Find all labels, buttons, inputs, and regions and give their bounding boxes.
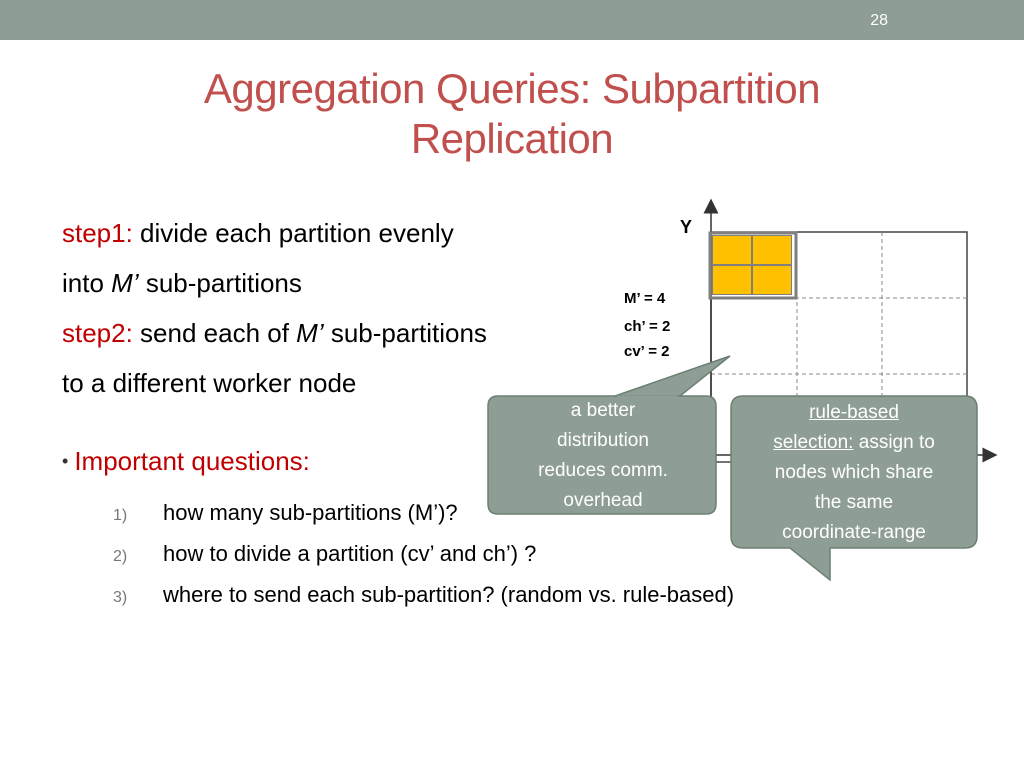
subpartition-cell-4 (752, 265, 792, 295)
important-label: Important questions: (74, 446, 310, 476)
callout-left-line-4: overhead (563, 490, 643, 511)
y-axis-label: Y (680, 217, 693, 237)
callout-right-line-3: nodes which share (774, 462, 934, 483)
top-bar: 28 (0, 0, 1024, 40)
step1-label: step1: (62, 218, 133, 248)
question-number: 1) (113, 507, 128, 524)
step2-label: step2: (62, 318, 133, 348)
question-text: how many sub-partitions (M’)? (163, 500, 458, 525)
callout-right-line-5: coordinate-range (782, 522, 926, 543)
callout-right-line-1: rule-based (809, 402, 899, 423)
question-number: 3) (113, 589, 128, 606)
step2-line2: to a different worker node (62, 368, 357, 398)
step1-line: step1: divide each partition evenly (62, 208, 487, 258)
title-line-1: Aggregation Queries: Subpartition (203, 65, 821, 112)
callout-left-line-1: a better (570, 400, 636, 421)
callout-right-line-2: selection: assign to (735, 428, 973, 458)
callout-left-line-3: reduces comm. (538, 460, 668, 481)
callout-right-line-4: the same (814, 492, 894, 513)
step1-line2-m: M’ (111, 268, 139, 298)
callout-right-shape (730, 395, 978, 582)
callout-right-text: rule-based selection: assign to nodes wh… (735, 398, 973, 548)
cv-prime-label: cv’ = 2 (624, 343, 670, 360)
question-text: where to send each sub-partition? (rando… (163, 582, 735, 607)
ch-prime-label: ch’ = 2 (624, 318, 671, 335)
question-number: 2) (113, 548, 128, 565)
question-text: how to divide a partition (cv’ and ch’) … (163, 541, 537, 566)
callout-right-selection: selection: (773, 432, 854, 453)
question-3: 3) where to send each sub-partition? (ran… (113, 582, 734, 608)
step1-line2: into M’ sub-partitions (62, 258, 487, 308)
slide-title: Aggregation Queries: Subpartition Replic… (0, 64, 1024, 164)
subpartition-cell-3 (712, 265, 752, 295)
question-1: 1) how many sub-partitions (M’)? (113, 500, 458, 526)
callout-right-assign: assign to (853, 432, 935, 453)
step1-line2-b: sub-partitions (138, 268, 302, 298)
m-prime-label: M’ = 4 (624, 290, 666, 307)
step1-line2-a: into (62, 268, 112, 298)
partition-outline (708, 231, 798, 300)
question-2: 2) how to divide a partition (cv’ and ch’… (113, 541, 536, 567)
step2-b: sub-partitions (323, 318, 487, 348)
important-bullet: •Important questions: (62, 446, 310, 477)
step2-line: step2: send each of M’ sub-partitions (62, 308, 487, 358)
steps-text: step1: divide each partition evenly into… (62, 208, 487, 408)
step2-text: send each of (132, 318, 297, 348)
step1-text: divide each partition evenly (132, 218, 454, 248)
subpartition-cell-2 (752, 235, 792, 265)
slide-number: 28 (870, 12, 888, 29)
callout-left-line-2: distribution (557, 430, 649, 451)
step2-m: M’ (296, 318, 324, 348)
title-line-2: Replication (410, 115, 614, 162)
callout-left-text: a better distribution reduces comm. over… (492, 396, 714, 516)
subpartition-cell-1 (712, 235, 752, 265)
bullet-icon: • (62, 451, 69, 471)
